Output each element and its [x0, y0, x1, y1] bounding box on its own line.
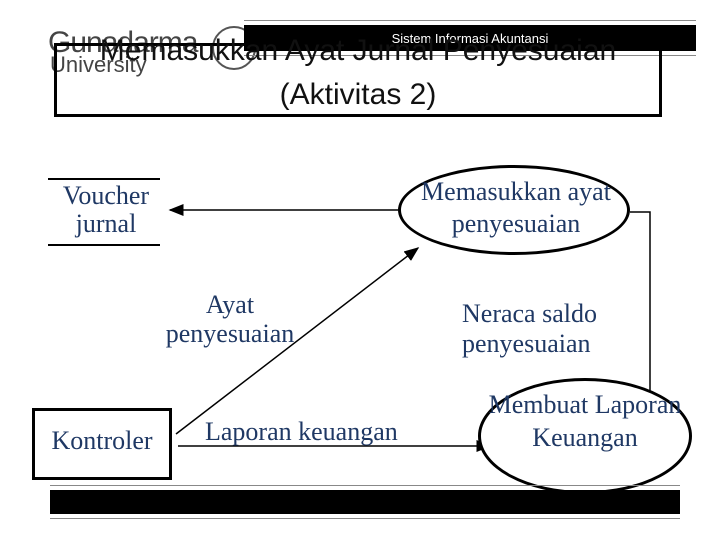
logo-wordmark: Gunadarma [48, 26, 198, 59]
node-kontroler: Kontroler [51, 426, 153, 455]
flow-label-laporan-keuangan: Laporan keuangan [205, 417, 398, 446]
datastore-line-bottom [48, 244, 160, 246]
header-divider-top [244, 20, 696, 21]
flow-label-ayat-penyesuaian: Ayat penyesuaian [165, 290, 295, 348]
flow-label-neraca-saldo: Neraca saldo penyesuaian [462, 299, 597, 358]
course-title: Sistem Informasi Akuntansi [391, 31, 549, 46]
node-voucher-jurnal: Voucher jurnal [62, 181, 150, 238]
header-divider-bottom [244, 55, 696, 56]
node-membuat-laporan: Membuat Laporan Keuangan [488, 390, 682, 452]
logo-subtitle: University [50, 52, 147, 77]
footer-divider-top [50, 485, 680, 486]
arrow-controller-to-process [175, 247, 420, 435]
university-logo: Gunadarma University [22, 14, 256, 77]
node-memasukkan-ayat: Memasukkan ayat penyesuaian [421, 177, 611, 238]
footer-divider-bottom [50, 518, 680, 519]
process-ellipse-entry [398, 165, 630, 255]
title-frame [54, 43, 662, 117]
header-bar [244, 25, 696, 51]
footer-bar [50, 490, 680, 514]
entity-box-kontroler [32, 408, 172, 480]
slide-subtitle: (Aktivitas 2) [279, 78, 437, 111]
slide-title: Memasukkan Ayat Jurnal Penyesuaian [99, 34, 617, 67]
datastore-line-top [48, 178, 160, 180]
